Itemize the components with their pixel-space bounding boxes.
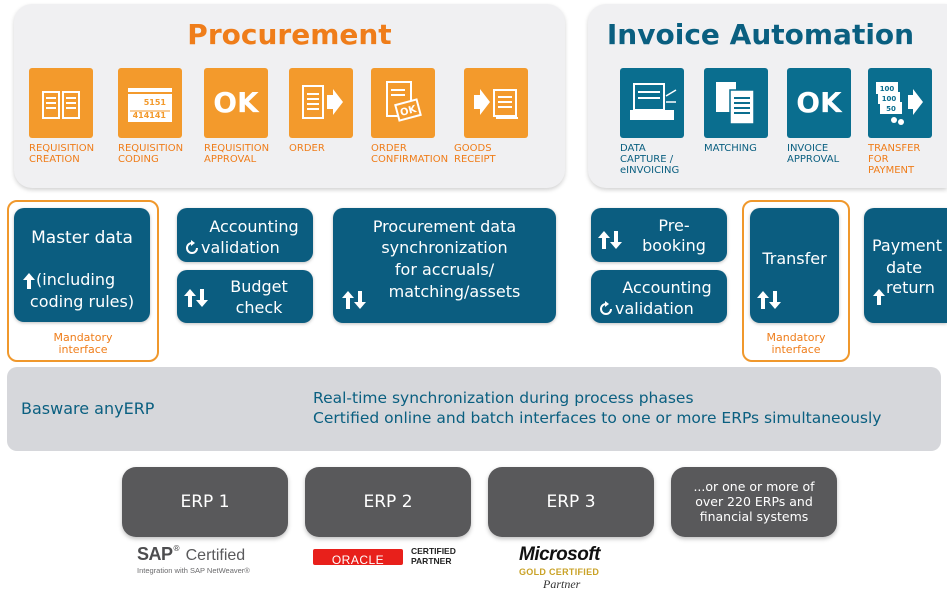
sap-certified-logo: SAP® Certified Integration with SAP NetW… xyxy=(137,544,307,580)
accounting-validation-label-line2: validation xyxy=(201,238,280,257)
anyerp-line2: Certified online and batch interfaces to… xyxy=(313,409,882,427)
ok-icon: OK xyxy=(204,68,268,138)
oracle-certified: CERTIFIED xyxy=(411,546,456,556)
procurement-sync-line3: for accruals/ xyxy=(394,260,495,279)
sap-reg: ® xyxy=(172,544,181,553)
step-label-data-capture: DATA CAPTURE / eINVOICING xyxy=(620,143,680,176)
invoice-automation-panel: Invoice Automation DATA CAPTURE / eINVOI… xyxy=(588,4,947,188)
step-label-order: ORDER xyxy=(289,143,325,154)
microsoft-gold: GOLD CERTIFIED xyxy=(519,567,600,577)
erp-1-label: ERP 1 xyxy=(180,492,230,512)
ok-icon: OK xyxy=(787,68,851,138)
transfer-mandatory-frame: Mandatory interface xyxy=(742,200,850,362)
master-data-mandatory-frame: Mandatory interface xyxy=(7,200,159,362)
accounting-validation-label: Accounting xyxy=(209,217,299,236)
payment-date-label-line3: return xyxy=(886,278,935,297)
microsoft-gold-logo: Microsoft GOLD CERTIFIED Partner xyxy=(519,544,629,601)
payment-date-label-line2: date xyxy=(886,258,923,277)
budget-check-label: Budget xyxy=(230,277,288,296)
oracle-certified-logo: ORACLE CERTIFIED PARTNER xyxy=(313,546,473,572)
oracle-partner: PARTNER xyxy=(411,556,452,566)
accounting-validation-box: Accounting validation xyxy=(177,208,313,262)
anyerp-name: Basware anyERP xyxy=(21,399,155,418)
procurement-panel: Procurement REQUISITION CREATION 5151 41… xyxy=(14,4,565,188)
sync-arrows-icon xyxy=(757,291,781,309)
other-erps-line3: financial systems xyxy=(699,509,809,524)
step-label-invoice-approval: INVOICE APPROVAL xyxy=(787,143,840,165)
step-label-transfer-for-payment: TRANSFER FOR PAYMENT xyxy=(868,143,921,176)
order-confirmation-icon: OK xyxy=(371,68,435,138)
money-transfer-icon: 100 100 50 xyxy=(868,68,932,138)
step-label-goods-receipt: GOODS RECEIPT xyxy=(454,143,496,165)
step-label-matching: MATCHING xyxy=(704,143,757,154)
invoice-automation-title: Invoice Automation xyxy=(606,18,915,51)
budget-check-label-line2: check xyxy=(235,298,283,317)
basware-anyerp-bar: Basware anyERP Real-time synchronization… xyxy=(7,367,941,451)
sync-arrows-icon xyxy=(598,231,622,249)
arrow-up-icon xyxy=(873,289,885,305)
arrow-up-icon xyxy=(23,273,35,289)
accounting-validation-label-line2: validation xyxy=(615,299,694,318)
anyerp-line1: Real-time synchronization during process… xyxy=(313,389,694,407)
step-label-order-confirmation: ORDER CONFIRMATION xyxy=(371,143,449,165)
coding-form-icon: 5151 414141 xyxy=(118,68,182,138)
documents-icon xyxy=(704,68,768,138)
procurement-sync-line4: matching/assets xyxy=(388,282,521,301)
transfer-label: Transfer xyxy=(762,249,827,268)
master-data-label: Master data xyxy=(31,228,133,248)
sync-arrows-icon xyxy=(184,289,208,307)
sync-arrows-icon xyxy=(342,291,366,309)
erp-3-box: ERP 3 xyxy=(488,467,654,537)
step-label-requisition-coding: REQUISITION CODING xyxy=(118,143,184,165)
refresh-icon xyxy=(186,240,198,254)
svg-text:OK: OK xyxy=(399,104,419,119)
sap-brand: SAP xyxy=(137,544,173,564)
microsoft-partner: Partner xyxy=(543,577,581,591)
other-erps-box: ...or one or more of over 220 ERPs and f… xyxy=(671,467,837,537)
erp-3-label: ERP 3 xyxy=(546,492,596,512)
master-data-box: Master data (including coding rules) xyxy=(14,208,150,322)
prebooking-box: Pre- booking xyxy=(591,208,727,262)
procurement-title: Procurement xyxy=(187,18,392,51)
svg-text:100: 100 xyxy=(880,85,895,93)
scanner-icon xyxy=(620,68,684,138)
procurement-sync-line2: synchronization xyxy=(381,238,508,257)
prebooking-label-line2: booking xyxy=(642,236,706,255)
order-send-icon xyxy=(289,68,353,138)
mandatory-interface-label: Mandatory interface xyxy=(766,331,826,356)
erp-2-label: ERP 2 xyxy=(363,492,413,512)
microsoft-brand: Microsoft xyxy=(519,544,601,565)
svg-text:100: 100 xyxy=(882,95,897,103)
accounting-validation-box: Accounting validation xyxy=(591,270,727,323)
prebooking-label: Pre- xyxy=(658,216,690,235)
mandatory-interface-label: Mandatory interface xyxy=(53,331,113,356)
oracle-wordmark: ORACLE xyxy=(313,549,403,567)
step-label-requisition-creation: REQUISITION CREATION xyxy=(29,143,95,165)
refresh-icon xyxy=(600,301,612,315)
accounting-validation-label: Accounting xyxy=(622,278,712,297)
payment-date-label: Payment xyxy=(872,236,943,255)
requisition-book-icon xyxy=(29,68,93,138)
other-erps-line1: ...or one or more of xyxy=(693,479,815,494)
erp-1-box: ERP 1 xyxy=(122,467,288,537)
payment-date-return-box: Payment date return xyxy=(864,208,947,323)
sap-certified: Certified xyxy=(185,547,246,564)
master-data-label-line3: coding rules) xyxy=(29,292,135,311)
svg-text:414141: 414141 xyxy=(133,111,167,120)
master-data-label-line2: (including xyxy=(36,270,116,289)
goods-receipt-icon xyxy=(464,68,528,138)
erp-2-box: ERP 2 xyxy=(305,467,471,537)
svg-text:5151: 5151 xyxy=(144,98,167,107)
transfer-box: Transfer xyxy=(750,208,839,323)
step-label-requisition-approval: REQUISITION APPROVAL xyxy=(204,143,270,165)
svg-text:50: 50 xyxy=(886,105,896,113)
procurement-sync-line1: Procurement data xyxy=(372,217,517,236)
budget-check-box: Budget check xyxy=(177,270,313,323)
procurement-sync-box: Procurement data synchronization for acc… xyxy=(333,208,556,323)
sap-sub: Integration with SAP NetWeaver® xyxy=(137,566,250,575)
other-erps-line2: over 220 ERPs and xyxy=(695,494,813,509)
